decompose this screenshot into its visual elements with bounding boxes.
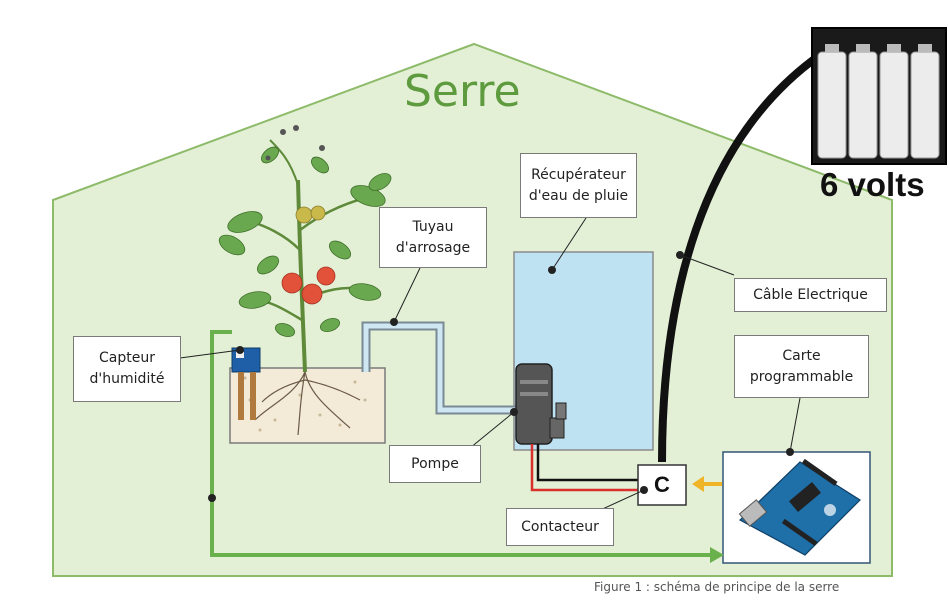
humidity-sensor bbox=[231, 347, 261, 420]
diagram-title: Serre bbox=[404, 66, 521, 117]
label-board-line2: programmable bbox=[749, 368, 854, 385]
label-hose: Tuyau d'arrosage bbox=[379, 207, 487, 268]
label-contactor-text: Contacteur bbox=[521, 518, 599, 535]
battery-pack bbox=[811, 27, 947, 165]
label-contactor: Contacteur bbox=[506, 508, 614, 546]
label-pump: Pompe bbox=[389, 445, 481, 483]
figure-caption: Figure 1 : schéma de principe de la serr… bbox=[594, 580, 840, 594]
arduino-board bbox=[722, 451, 871, 564]
pump bbox=[515, 363, 567, 445]
sensor-signal-arrow bbox=[210, 330, 712, 557]
label-rain-collector-line1: Récupérateur bbox=[531, 166, 626, 183]
tomato-plant bbox=[218, 125, 392, 373]
battery-label: 6 volts bbox=[820, 166, 925, 203]
label-cable: Câble Electrique bbox=[734, 278, 887, 312]
pump-wire-black bbox=[536, 444, 638, 482]
label-sensor-line1: Capteur bbox=[99, 350, 155, 366]
label-rain-collector-line2: d'eau de pluie bbox=[528, 187, 629, 204]
contactor-box bbox=[637, 464, 687, 506]
label-rain-collector: Récupérateur d'eau de pluie bbox=[520, 153, 637, 218]
label-board-line1: Carte bbox=[782, 347, 821, 364]
label-board: Carte programmable bbox=[734, 335, 869, 398]
plant-pot bbox=[229, 367, 386, 444]
label-hose-line2: d'arrosage bbox=[395, 239, 471, 256]
power-cable bbox=[658, 51, 823, 463]
contactor-letter: C bbox=[654, 472, 670, 497]
label-sensor-line2: d'humidité bbox=[89, 371, 165, 387]
label-hose-line1: Tuyau bbox=[412, 218, 454, 235]
pump-wire-red bbox=[530, 444, 638, 492]
label-cable-text: Câble Electrique bbox=[753, 286, 868, 303]
label-pump-text: Pompe bbox=[411, 455, 459, 472]
label-sensor: Capteur d'humidité bbox=[73, 336, 181, 402]
